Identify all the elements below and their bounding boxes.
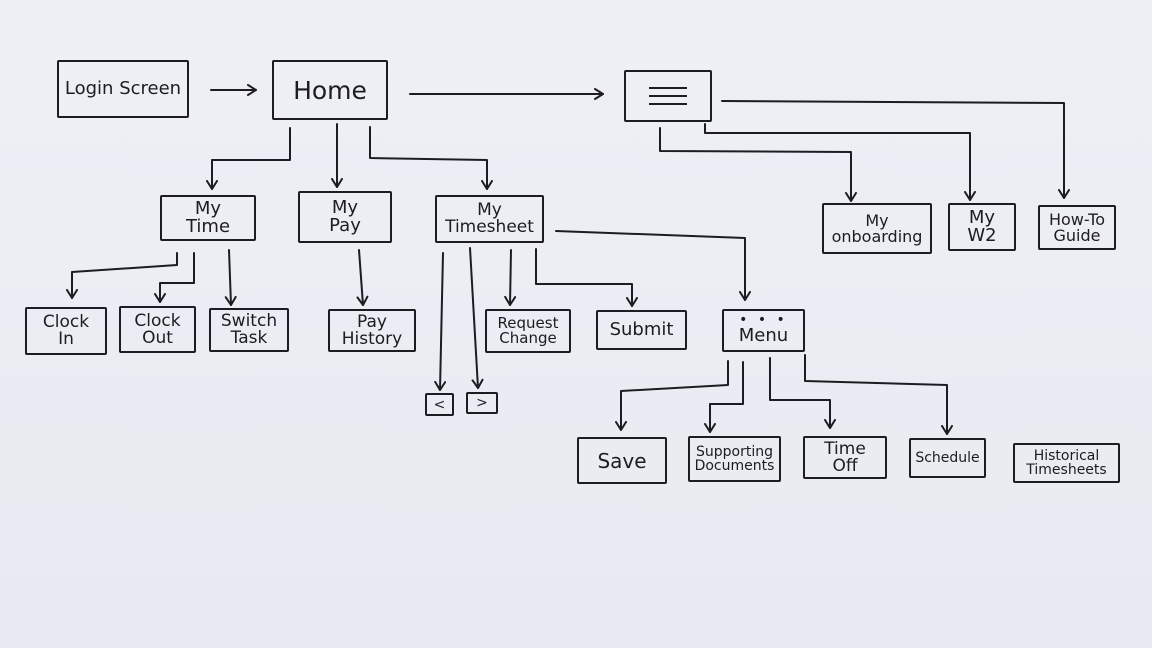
edge-menu-to-my-onboarding — [659, 127, 857, 202]
switch-task-node[interactable]: Switch Task — [209, 308, 289, 352]
edge-menu-to-how-to-guide — [721, 100, 1070, 199]
my-pay-label: My Pay — [329, 197, 361, 236]
hamburger-menu-icon — [649, 87, 687, 105]
hamburger-menu-node[interactable] — [624, 70, 712, 122]
clock-in-label: Clock In — [42, 312, 90, 349]
supporting-documents-label: Supporting Documents — [694, 444, 775, 474]
previous-chevron-label: < — [433, 396, 446, 413]
edge-ts-menu-to-schedule — [804, 354, 953, 435]
pay-history-node[interactable]: Pay History — [328, 309, 416, 352]
login-screen-label: Login Screen — [64, 78, 182, 99]
historical-timesheets-label: Historical Timesheets — [1026, 448, 1107, 478]
submit-label: Submit — [609, 319, 674, 340]
edge-ts-menu-to-supporting-documents — [704, 361, 744, 433]
edge-home-to-my-time — [206, 127, 291, 190]
previous-timesheet-button-node[interactable]: < — [425, 393, 454, 416]
my-onboarding-node[interactable]: My onboarding — [822, 203, 932, 254]
my-time-node[interactable]: My Time — [160, 195, 256, 241]
my-w2-node[interactable]: My W2 — [948, 203, 1016, 251]
submit-node[interactable]: Submit — [596, 310, 687, 350]
clock-out-node[interactable]: Clock Out — [119, 306, 196, 353]
how-to-guide-node[interactable]: How-To Guide — [1038, 205, 1116, 250]
clock-out-label: Clock Out — [134, 310, 181, 348]
edge-menu-to-my-w2 — [704, 123, 976, 201]
more-dots-icon: • • • — [739, 312, 788, 328]
timesheet-menu-node[interactable]: • • • Menu — [722, 309, 805, 352]
edge-my-timesheet-to-request-change — [504, 249, 517, 306]
time-off-label: Time Off — [824, 438, 866, 476]
historical-timesheets-node[interactable]: Historical Timesheets — [1013, 443, 1120, 483]
edge-my-time-to-clock-out — [154, 252, 195, 303]
home-label: Home — [293, 75, 367, 105]
my-timesheet-node[interactable]: My Timesheet — [435, 195, 544, 243]
save-node[interactable]: Save — [577, 437, 667, 484]
edge-ts-menu-to-time-off — [769, 357, 836, 429]
edge-my-pay-to-pay-history — [356, 249, 369, 306]
my-time-label: My Time — [185, 198, 231, 237]
timesheet-menu-label: Menu — [738, 325, 789, 346]
next-chevron-label: > — [476, 395, 488, 411]
schedule-label: Schedule — [915, 450, 980, 466]
edge-home-to-my-timesheet — [369, 126, 493, 190]
login-screen-node[interactable]: Login Screen — [57, 60, 189, 118]
request-change-label: Request Change — [497, 314, 559, 347]
edge-my-time-to-clock-in — [66, 252, 178, 299]
my-timesheet-label: My Timesheet — [445, 200, 534, 237]
how-to-guide-label: How-To Guide — [1048, 209, 1106, 245]
edge-my-timesheet-to-submit — [535, 248, 638, 307]
time-off-node[interactable]: Time Off — [803, 436, 887, 479]
supporting-documents-node[interactable]: Supporting Documents — [688, 436, 781, 482]
edge-ts-menu-to-save — [615, 360, 729, 431]
clock-in-node[interactable]: Clock In — [25, 307, 107, 355]
pay-history-label: Pay History — [341, 311, 403, 349]
timesheet-menu-content: • • • Menu — [738, 312, 789, 346]
my-onboarding-label: My onboarding — [831, 210, 923, 246]
switch-task-label: Switch Task — [220, 311, 278, 348]
edge-my-timesheet-to-next — [469, 247, 484, 389]
my-pay-node[interactable]: My Pay — [298, 191, 392, 243]
my-w2-label: My W2 — [967, 207, 997, 246]
schedule-node[interactable]: Schedule — [909, 438, 986, 478]
next-timesheet-button-node[interactable]: > — [466, 392, 498, 414]
save-label: Save — [597, 448, 647, 473]
edge-my-timesheet-to-ts-menu — [555, 230, 751, 301]
edge-my-time-to-switch-task — [224, 249, 237, 306]
edge-my-timesheet-to-prev — [434, 252, 447, 391]
home-node[interactable]: Home — [272, 60, 388, 120]
request-change-node[interactable]: Request Change — [485, 309, 571, 353]
